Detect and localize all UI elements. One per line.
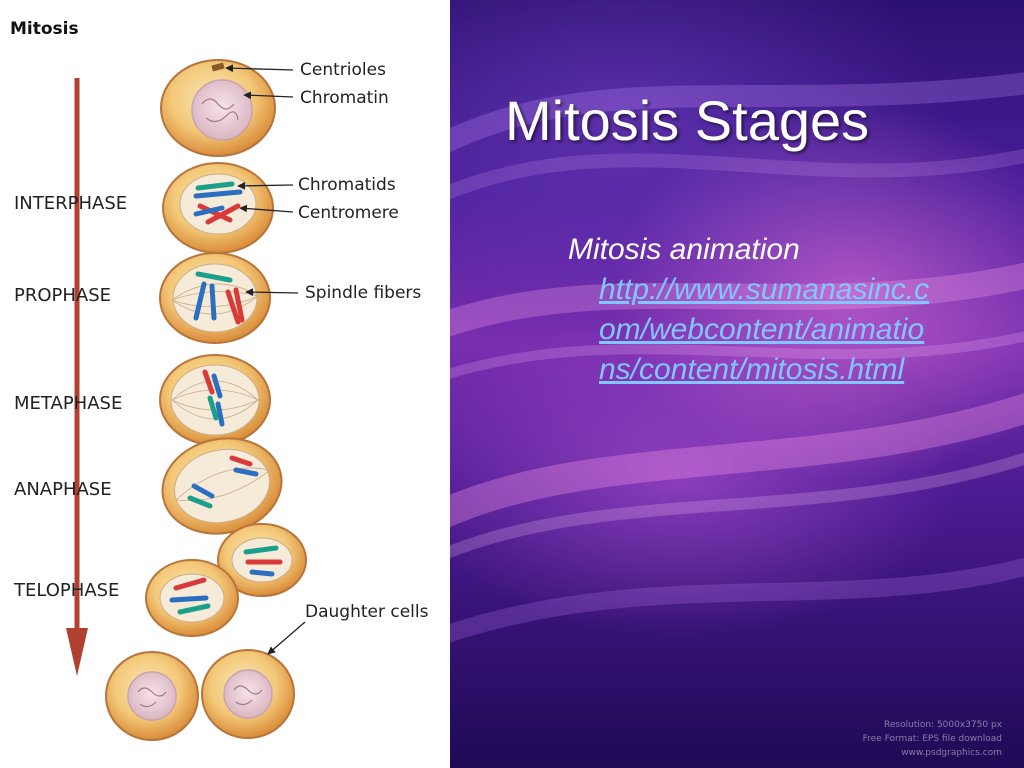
part-label-centrioles: Centrioles xyxy=(300,60,386,80)
diagram-title: Mitosis xyxy=(10,19,79,39)
slide-content-panel: Mitosis Stages Mitosis animation http://… xyxy=(450,0,1024,768)
pointer-lines xyxy=(225,64,306,655)
slide-title: Mitosis Stages xyxy=(505,89,870,152)
animation-link[interactable]: http://www.sumanasinc.com/webcontent/ani… xyxy=(599,273,930,386)
metaphase-cell xyxy=(159,354,271,446)
anaphase-cell xyxy=(161,437,283,535)
mitosis-diagram-panel: Mitosis INTERPHASE PROPHASE METAPHASE AN… xyxy=(0,0,450,768)
stage-label-interphase: INTERPHASE xyxy=(14,193,127,214)
part-label-daughter-cells: Daughter cells xyxy=(305,602,429,622)
timeline-arrow xyxy=(66,78,88,676)
watermark: Resolution: 5000x3750 px Free Format: EP… xyxy=(802,718,1002,760)
bullet-item: Mitosis animation http://www.sumanasinc.… xyxy=(568,230,968,390)
watermark-line: www.psdgraphics.com xyxy=(901,748,1002,758)
stage-label-telophase: TELOPHASE xyxy=(13,580,119,601)
part-label-centromere: Centromere xyxy=(298,203,399,223)
interphase-cell xyxy=(160,59,276,157)
part-label-chromatids: Chromatids xyxy=(298,175,396,195)
stage-label-metaphase: METAPHASE xyxy=(14,393,122,414)
prophase-cell xyxy=(159,252,271,344)
daughter-cells xyxy=(105,649,295,741)
bullet-text: Mitosis animation xyxy=(568,233,800,266)
part-label-spindle-fibers: Spindle fibers xyxy=(305,283,421,303)
mitosis-diagram: Mitosis INTERPHASE PROPHASE METAPHASE AN… xyxy=(10,19,429,741)
stage-label-prophase: PROPHASE xyxy=(14,285,111,306)
watermark-line: Free Format: EPS file download xyxy=(862,734,1002,744)
part-label-chromatin: Chromatin xyxy=(300,88,389,108)
stage-label-anaphase: ANAPHASE xyxy=(14,479,112,500)
telophase-cell xyxy=(145,523,307,637)
chromatids-cell xyxy=(162,162,274,254)
watermark-line: Resolution: 5000x3750 px xyxy=(884,720,1002,730)
background-swirls xyxy=(450,72,1024,643)
